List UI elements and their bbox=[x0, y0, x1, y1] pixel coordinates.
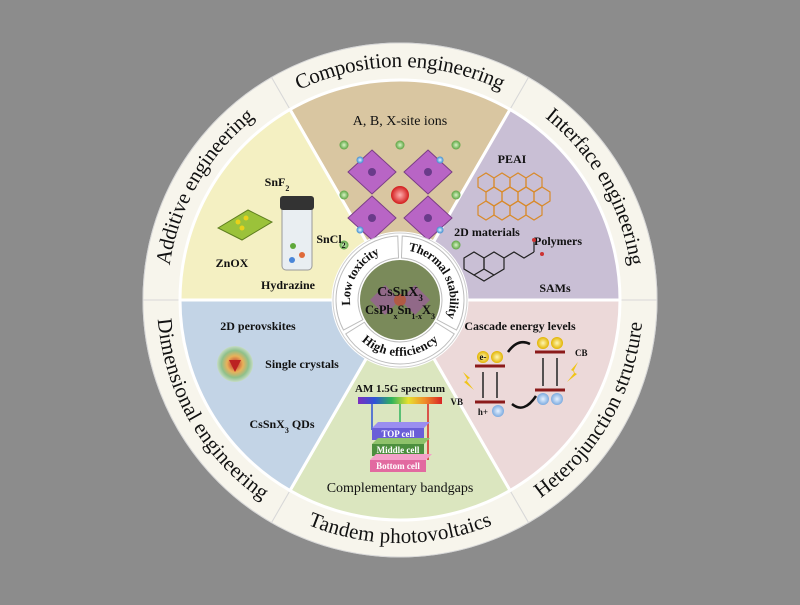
additive-item-snf2: SnF2 bbox=[265, 175, 290, 193]
2d-material-lattice-icon bbox=[477, 172, 551, 221]
vial-icon bbox=[280, 196, 314, 271]
center-crystal-icon bbox=[370, 285, 430, 315]
additive-item-hydrazine: Hydrazine bbox=[261, 278, 316, 292]
interface-item-polymers: Polymers bbox=[534, 234, 582, 248]
spectrum-bar bbox=[358, 397, 442, 404]
tandem-item-top-cell: TOP cell bbox=[381, 429, 415, 439]
heterojunction-item-cascade: Cascade energy levels bbox=[464, 319, 576, 333]
interface-content: PEAI 2D materials Polymers SAMs bbox=[454, 152, 582, 295]
electron-label: e- bbox=[480, 352, 487, 362]
interface-item-peai: PEAI bbox=[498, 152, 527, 166]
heterojunction-content: Cascade energy levels e- h+ CB VB bbox=[450, 319, 588, 417]
single-crystal-icon bbox=[217, 346, 253, 382]
dimensional-item-2d: 2D perovskites bbox=[220, 319, 296, 333]
substrate-icon bbox=[216, 209, 274, 241]
tandem-item-bottom-cell: Bottom cell bbox=[376, 461, 420, 471]
dimensional-item-qds: CsSnX3 QDs bbox=[249, 417, 314, 435]
tandem-cell-stack-icon bbox=[370, 422, 432, 472]
perovskite-structure-icon bbox=[339, 140, 461, 250]
hole-label: h+ bbox=[478, 407, 488, 417]
tandem-content: AM 1.5G spectrum TOP cell Middle cell Bo… bbox=[327, 383, 474, 496]
tandem-item-middle-cell: Middle cell bbox=[377, 445, 420, 455]
composition-item-ions: A, B, X-site ions bbox=[353, 114, 448, 129]
energy-level-diagram-icon: e- h+ bbox=[463, 337, 578, 417]
center-formula-1: CsSnX3 bbox=[377, 285, 423, 303]
cb-label: CB bbox=[575, 348, 588, 358]
dimensional-item-single-crystals: Single crystals bbox=[265, 357, 339, 371]
sam-molecule-icon bbox=[463, 238, 544, 282]
interface-item-2d-materials: 2D materials bbox=[454, 225, 520, 239]
dimensional-content: 2D perovskites Single crystals CsSnX3 QD… bbox=[217, 319, 339, 435]
hub-segment-2 bbox=[345, 321, 455, 365]
additive-item-znox: ZnOX bbox=[216, 256, 249, 270]
additive-content: SnF2 SnCl2 ZnOX Hydrazine bbox=[216, 175, 346, 292]
additive-item-sncl2: SnCl2 bbox=[316, 232, 345, 250]
interface-item-sams: SAMs bbox=[539, 281, 571, 295]
composition-content: A, B, X-site ions bbox=[339, 114, 461, 250]
tandem-item-bandgaps: Complementary bandgaps bbox=[327, 481, 474, 496]
vb-label: VB bbox=[450, 397, 463, 407]
hub-segment-1 bbox=[400, 235, 465, 331]
center-formula-2: CsPbxSn1-xX3 bbox=[365, 303, 435, 321]
hub-segment-0 bbox=[335, 235, 400, 331]
tandem-item-spectrum: AM 1.5G spectrum bbox=[355, 383, 445, 395]
